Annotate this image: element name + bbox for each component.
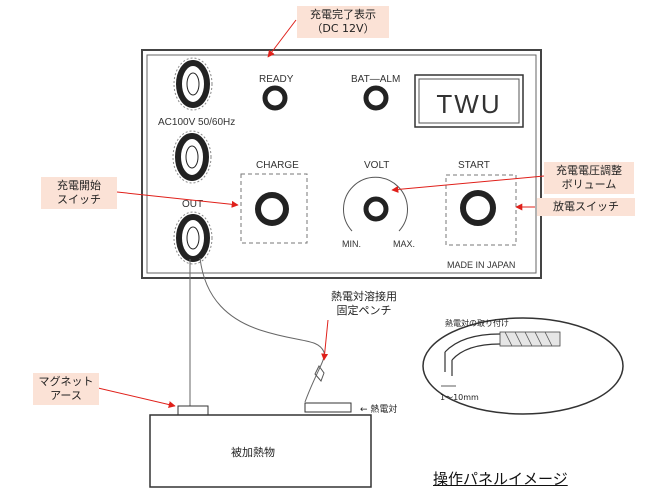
- inset-thermocouple-attachment: [422, 317, 624, 415]
- callout-magnet-line2: アース: [50, 389, 82, 402]
- volt-min-label: MIN.: [342, 239, 361, 249]
- callout-discharge-switch-text: 放電スイッチ: [553, 200, 619, 213]
- charge-switch: [255, 192, 289, 226]
- callout-charge-start-line2: スイッチ: [57, 193, 101, 206]
- thermocouple-label: ← 熱電対: [360, 403, 397, 415]
- magnet-ground: [177, 405, 209, 416]
- callout-charge-complete: 充電完了表示 （DC 12V）: [297, 6, 389, 38]
- figure-caption: 操作パネルイメージ: [433, 470, 568, 488]
- workpiece-label: 被加熱物: [231, 445, 275, 459]
- ac-power-connector: [173, 57, 213, 111]
- power-outlet: [172, 130, 212, 184]
- ready-lamp: [262, 85, 288, 111]
- thermocouple-bar: [304, 402, 352, 413]
- made-in-label: MADE IN JAPAN: [447, 260, 515, 270]
- out-label: OUT: [182, 199, 203, 210]
- logo-box: [414, 74, 524, 128]
- pliers-clip: [314, 365, 325, 382]
- charge-label: CHARGE: [256, 160, 299, 171]
- callout-arrows: [97, 19, 545, 408]
- callout-pliers-line2: 固定ペンチ: [336, 304, 392, 317]
- inset-dimension: 1〜10mm: [440, 393, 479, 402]
- callout-discharge-switch: 放電スイッチ: [537, 198, 635, 216]
- charge-switch-frame: [240, 173, 308, 244]
- callout-voltage-volume-line1: 充電電圧調整: [556, 164, 622, 177]
- bat-alm-lamp: [363, 85, 389, 111]
- callout-charge-complete-line2: （DC 12V）: [311, 22, 375, 35]
- callout-voltage-volume: 充電電圧調整 ボリューム: [544, 162, 634, 194]
- callout-pliers-line1: 熱電対溶接用: [331, 290, 397, 303]
- volt-label: VOLT: [364, 160, 389, 171]
- callout-magnet-ground: マグネット アース: [33, 373, 99, 405]
- workpiece-block: [149, 414, 372, 488]
- volt-max-label: MAX.: [393, 239, 415, 249]
- callout-voltage-volume-line2: ボリューム: [561, 178, 617, 191]
- callout-charge-start-line1: 充電開始: [57, 179, 101, 192]
- volt-dial-arc: [343, 176, 408, 232]
- callout-charge-start: 充電開始 スイッチ: [41, 177, 117, 209]
- voltage-knob: [363, 196, 389, 222]
- ready-label: READY: [259, 74, 294, 85]
- thermocouple-wire: [199, 257, 325, 403]
- out-connector: [173, 211, 213, 265]
- discharge-switch: [460, 190, 496, 226]
- callout-welding-pliers: 熱電対溶接用 固定ペンチ: [322, 288, 406, 320]
- ac-label: AC100V 50/60Hz: [158, 117, 235, 128]
- inset-title: 熱電対の取り付け: [445, 318, 509, 328]
- bat-alm-label: BAT—ALM: [351, 74, 400, 85]
- logo-text: TWU: [436, 89, 501, 119]
- callout-magnet-line1: マグネット: [38, 375, 94, 388]
- start-label: START: [458, 160, 490, 171]
- callout-charge-complete-line1: 充電完了表示: [310, 8, 376, 21]
